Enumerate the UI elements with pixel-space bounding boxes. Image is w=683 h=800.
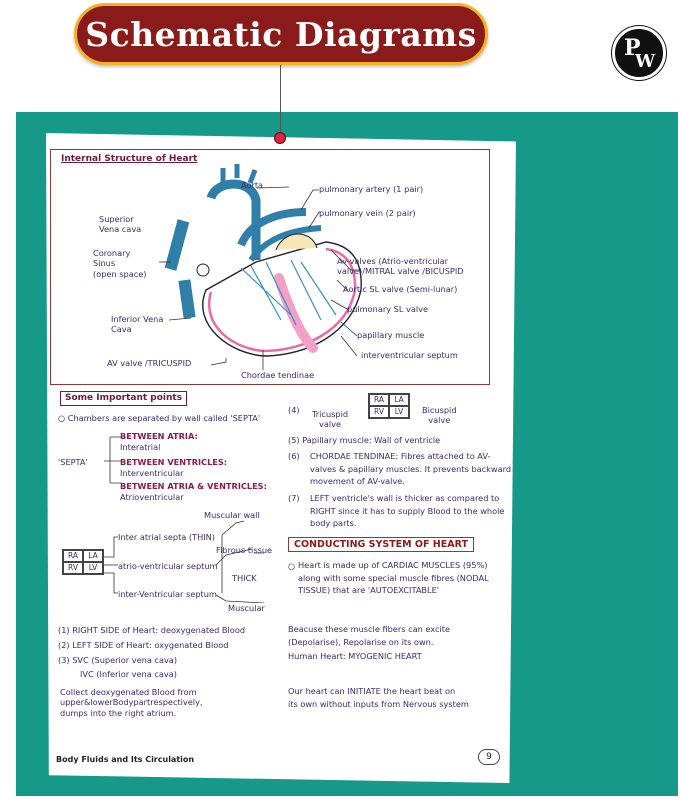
page-title: Schematic Diagrams bbox=[85, 14, 477, 54]
septa-item-av-head: BETWEEN ATRIA & VENTRICLES: bbox=[120, 481, 267, 491]
point-7: LEFT ventricle's wall is thicker as comp… bbox=[310, 493, 505, 529]
septa-item-av-sub: Atrioventricular bbox=[120, 492, 184, 502]
grid-ra-right: RA bbox=[369, 394, 389, 406]
point-2: (2) LEFT SIDE of Heart: oxygenated Blood bbox=[58, 640, 229, 650]
label-bicuspid: Bicuspid valve bbox=[422, 405, 457, 426]
label-thick: THICK bbox=[232, 573, 257, 583]
label-aortic-sl-valve: Aortic SL valve (Semi-lunar) bbox=[343, 284, 458, 294]
grid-la: LA bbox=[83, 550, 103, 562]
septa-connector-lines bbox=[104, 520, 265, 603]
septa-item-ventricles-sub: Interventricular bbox=[120, 468, 184, 478]
label-tricuspid: Tricuspid valve bbox=[312, 409, 349, 430]
label-fibrous: Fibrous tissue bbox=[216, 545, 273, 555]
collect-text: Collect deoxygenated Blood from upper&lo… bbox=[60, 687, 203, 718]
grid-la-right: LA bbox=[389, 394, 409, 406]
label-papillary-muscle: papillary muscle bbox=[357, 330, 425, 340]
grid-rv: RV bbox=[63, 562, 83, 574]
chamber-grid-right: RA LA RV LV bbox=[368, 393, 410, 419]
point-3: (3) SVC (Superior vena cava) bbox=[58, 655, 178, 665]
point-4-num: (4) bbox=[288, 405, 300, 415]
point-1: (1) RIGHT SIDE of Heart: deoxygenated Bl… bbox=[58, 625, 246, 635]
title-banner: Schematic Diagrams bbox=[74, 3, 488, 65]
heart-illustration bbox=[159, 164, 362, 370]
initiate-text: Our heart can INITIATE the heart beat on… bbox=[288, 686, 469, 709]
grid-ra: RA bbox=[63, 550, 83, 562]
label-chordae-tendinae: Chordae tendinae bbox=[241, 370, 315, 380]
logo-letter-p: P bbox=[624, 35, 641, 61]
label-muscular-wall: Muscular wall bbox=[204, 510, 260, 520]
label-inter-ventricular: inter-Ventricular septum bbox=[118, 589, 217, 599]
label-coronary-sinus: Coronary Sinus (open space) bbox=[93, 248, 147, 279]
grid-rv-right: RV bbox=[369, 406, 389, 418]
pw-logo-icon: P W bbox=[612, 26, 666, 80]
label-pulmonary-sl-valve: pulmonary SL valve bbox=[347, 304, 429, 314]
banner-string bbox=[280, 64, 281, 136]
point-6: CHORDAE TENDINAE: Fibres attached to AV-… bbox=[310, 451, 512, 487]
conducting-system-title: CONDUCTING SYSTEM OF HEART bbox=[288, 537, 474, 552]
label-inter-atrial: Inter atrial septa (THIN) bbox=[118, 532, 215, 542]
section-title-important-points: Some Important points bbox=[60, 391, 188, 407]
paper-content: Internal Structure of Heart bbox=[46, 133, 516, 783]
point-3-ivc: IVC (Inferior vena cava) bbox=[80, 669, 177, 679]
point-7-num: (7) bbox=[288, 493, 300, 503]
cardiac-text: Heart is made up of CARDIAC MUSCLES (95%… bbox=[298, 560, 489, 596]
human-heart-text: Human Heart: MYOGENIC HEART bbox=[288, 651, 422, 661]
label-interventricular-septum: interventricular septum bbox=[361, 350, 458, 360]
label-aorta: Aorta bbox=[241, 180, 264, 190]
label-av-valves: Av-valves (Atrio-ventricular valve)/MITR… bbox=[337, 256, 464, 277]
label-superior-vena-cava: Superior Vena cava bbox=[99, 214, 142, 235]
page-number: 9 bbox=[478, 749, 500, 765]
septa-item-atria-sub: Interatrial bbox=[120, 442, 161, 452]
label-pulmonary-artery: pulmonary artery (1 pair) bbox=[319, 184, 424, 194]
heart-diagram-box: Internal Structure of Heart bbox=[50, 149, 490, 385]
logo-letter-w: W bbox=[635, 51, 656, 72]
septa-bracket bbox=[104, 436, 122, 484]
because-text: Beacuse these muscle fibers can excite (… bbox=[288, 624, 451, 647]
septa-label: 'SEPTA' bbox=[58, 457, 88, 467]
grid-lv: LV bbox=[83, 562, 103, 574]
septa-item-ventricles-head: BETWEEN VENTRICLES: bbox=[120, 457, 228, 467]
septa-item-atria-head: BETWEEN ATRIA: bbox=[120, 431, 198, 441]
label-muscular: Muscular bbox=[228, 603, 265, 613]
chamber-grid-left: RA LA RV LV bbox=[62, 549, 104, 575]
diagram-title: Internal Structure of Heart bbox=[61, 154, 198, 164]
point-6-num: (6) bbox=[288, 451, 300, 461]
chambers-text: Chambers are separated by wall called 'S… bbox=[67, 413, 261, 423]
pin-icon bbox=[274, 132, 286, 144]
chapter-footer: Body Fluids and Its Circulation bbox=[56, 755, 195, 764]
label-av-valve-tricuspid: AV valve /TRICUSPID bbox=[107, 358, 192, 368]
grid-lv-right: LV bbox=[389, 406, 409, 418]
point-5: (5) Papillary muscle: Wall of ventricle bbox=[288, 435, 441, 445]
cardiac-bullet: ○ bbox=[288, 561, 296, 571]
label-inferior-vena-cava: Inferior Vena Cava bbox=[111, 314, 164, 335]
chambers-line: ○ Chambers are separated by wall called … bbox=[58, 413, 261, 423]
label-atrio-ventricular: atrio-ventricular septum bbox=[118, 561, 218, 571]
label-pulmonary-vein: pulmonary vein (2 pair) bbox=[319, 208, 416, 218]
